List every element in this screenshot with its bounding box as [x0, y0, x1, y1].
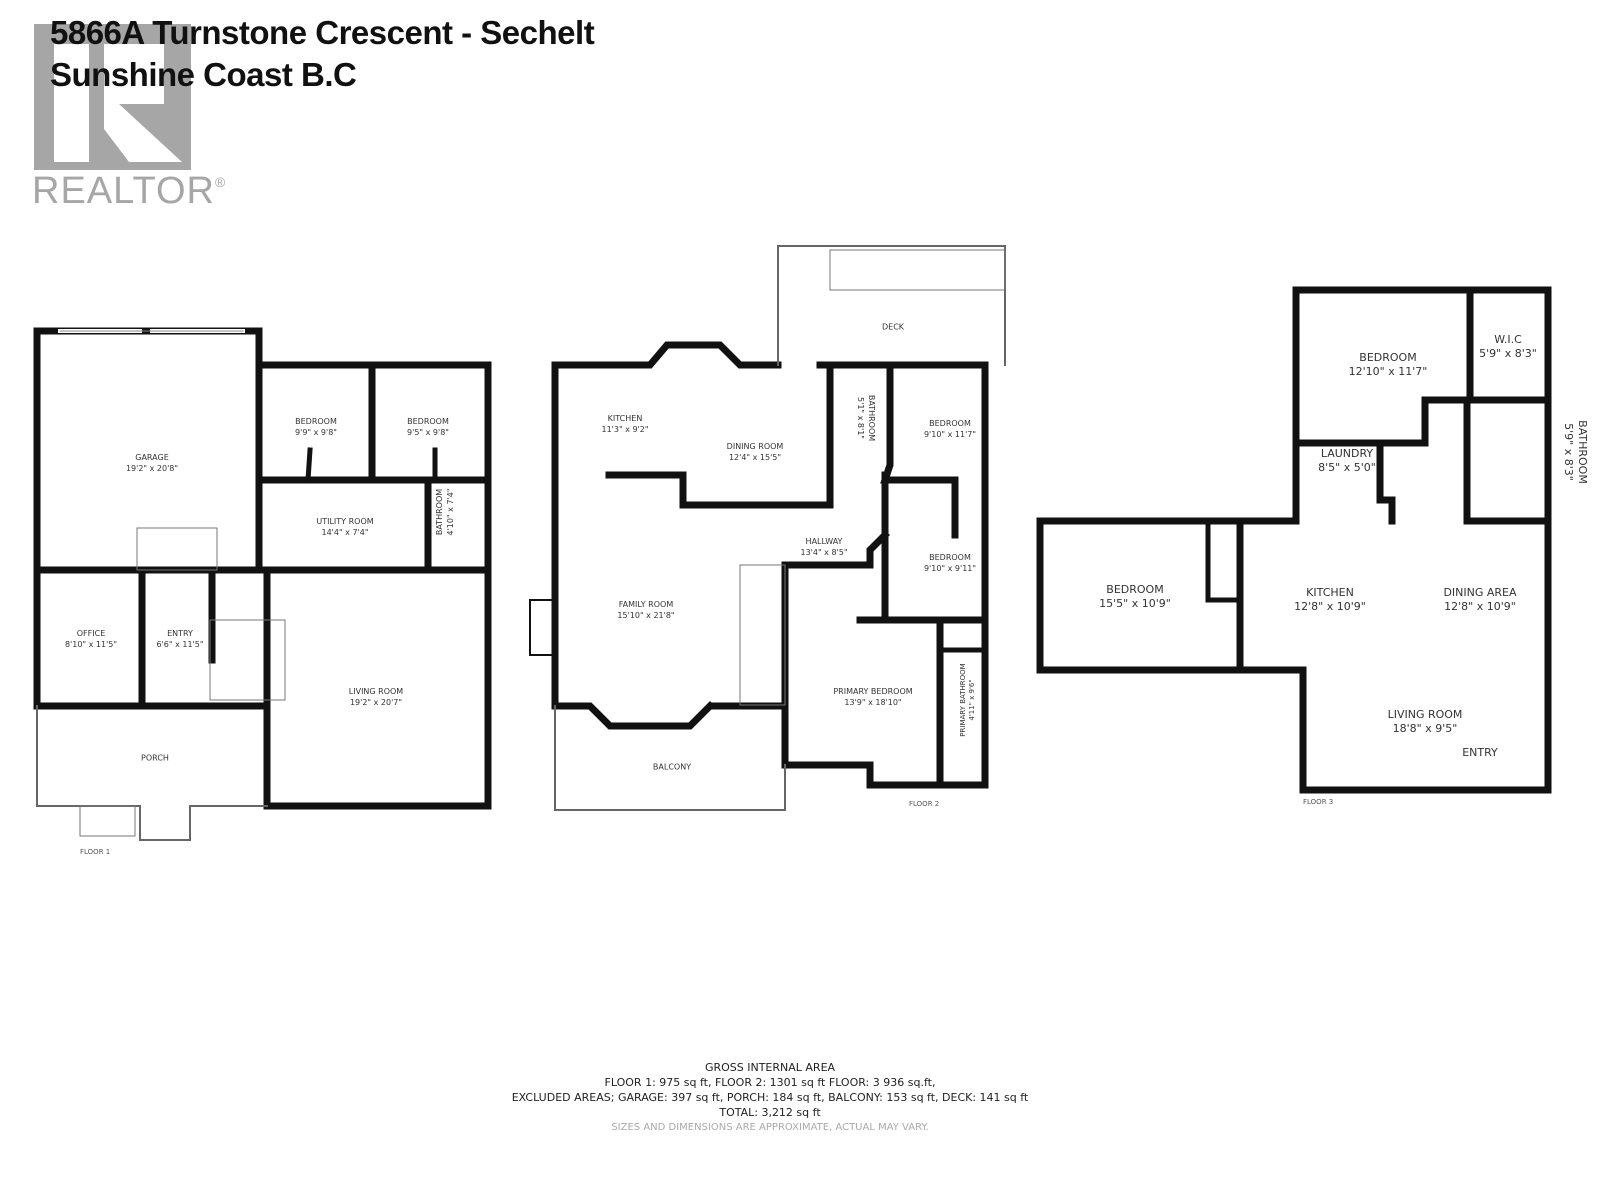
room-porch: PORCH	[141, 753, 169, 763]
listing-title: 5866A Turnstone Crescent - Sechelt Sunsh…	[50, 12, 595, 96]
floor-3-label: FLOOR 3	[1303, 798, 1334, 806]
floor-2-label: FLOOR 2	[909, 800, 940, 808]
address-line-2: Sunshine Coast B.C	[50, 56, 357, 93]
realtor-logo-mark	[34, 24, 191, 170]
summary-excluded: EXCLUDED AREAS; GARAGE: 397 sq ft, PORCH…	[511, 1091, 1029, 1104]
floor-1-walls	[33, 327, 492, 841]
realtor-r-icon	[54, 44, 182, 162]
summary-heading: GROSS INTERNAL AREA	[704, 1061, 836, 1074]
floor-3-walls	[1036, 286, 1552, 794]
room-deck: DECK	[881, 322, 905, 332]
room-balcony: BALCONY	[652, 762, 692, 772]
floor-1-label: FLOOR 1	[80, 848, 111, 856]
room-entry-f3: ENTRY	[1462, 746, 1498, 759]
summary-floors: FLOOR 1: 975 sq ft, FLOOR 2: 1301 sq ft …	[604, 1076, 936, 1089]
address-line-1: 5866A Turnstone Crescent - Sechelt	[50, 14, 595, 51]
disclaimer: SIZES AND DIMENSIONS ARE APPROXIMATE, AC…	[611, 1122, 929, 1133]
summary-total: TOTAL: 3,212 sq ft	[719, 1106, 821, 1119]
realtor-logo-text: REALTOR®	[32, 170, 227, 212]
area-summary: GROSS INTERNAL AREA FLOOR 1: 975 sq ft, …	[0, 1060, 1540, 1135]
floor-2-walls	[529, 245, 1006, 811]
